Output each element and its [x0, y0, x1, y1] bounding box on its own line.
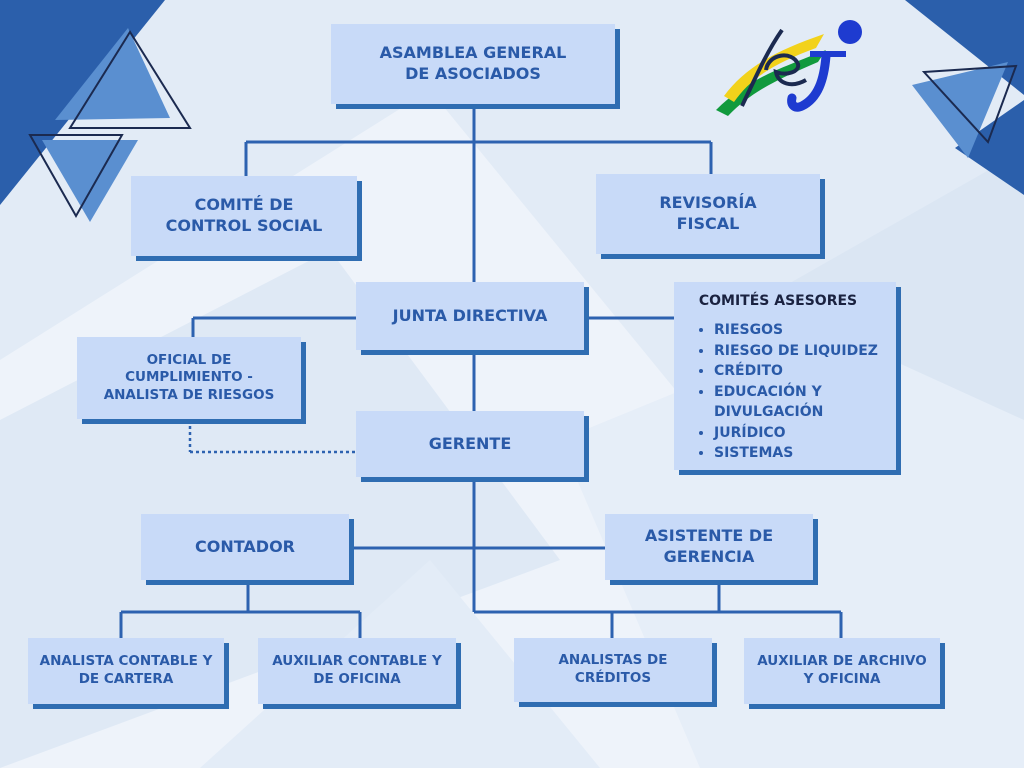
node-analista-contable: ANALISTA CONTABLE Y DE CARTERA	[28, 638, 224, 704]
node-analistas-creditos: ANALISTAS DE CRÉDITOS	[514, 638, 712, 702]
node-label-line: GERENCIA	[663, 547, 755, 566]
node-label-line: OFICIAL DE	[146, 351, 232, 368]
node-asistente-gerencia: ASISTENTE DE GERENCIA	[605, 514, 813, 580]
node-gerente: GERENTE	[356, 411, 584, 477]
node-label-line: ASAMBLEA GENERAL	[379, 43, 567, 63]
node-label-line: DE OFICINA	[313, 671, 401, 687]
advisory-item: EDUCACIÓN Y DIVULGACIÓN	[714, 382, 844, 423]
node-label-line: AUXILIAR DE ARCHIVO	[757, 653, 927, 670]
advisory-item: JURÍDICO	[714, 423, 878, 444]
advisory-title: COMITÉS ASESORES	[698, 293, 858, 309]
node-label-line: ASISTENTE DE	[644, 526, 774, 546]
advisory-item: RIESGO DE LIQUIDEZ	[714, 341, 878, 362]
node-label-line: COMITÉ DE	[194, 195, 294, 215]
node-label-line: DE ASOCIADOS	[405, 64, 541, 83]
node-oficial-cumplimiento: OFICIAL DE CUMPLIMIENTO - ANALISTA DE RI…	[77, 337, 301, 419]
node-label-line: AUXILIAR CONTABLE Y	[272, 653, 442, 670]
node-comite-control-social: COMITÉ DE CONTROL SOCIAL	[131, 176, 357, 256]
node-label-line: CONTADOR	[195, 536, 295, 556]
node-label-line: FISCAL	[676, 214, 740, 233]
advisory-item: RIESGOS	[714, 320, 878, 341]
advisory-item: CRÉDITO	[714, 361, 878, 382]
node-auxiliar-archivo: AUXILIAR DE ARCHIVO Y OFICINA	[744, 638, 940, 704]
node-comites-asesores: COMITÉS ASESORES RIESGOS RIESGO DE LIQUI…	[674, 282, 896, 470]
node-label-line: DE CARTERA	[78, 671, 174, 687]
node-label-line: ANALISTA DE RIESGOS	[103, 386, 275, 403]
node-label-line: ANALISTA CONTABLE Y	[39, 653, 213, 670]
node-label-line: CONTROL SOCIAL	[165, 216, 323, 235]
node-contador: CONTADOR	[141, 514, 349, 580]
node-label-line: REVISORÍA	[659, 193, 757, 213]
node-revisoria-fiscal: REVISORÍA FISCAL	[596, 174, 820, 254]
node-auxiliar-contable: AUXILIAR CONTABLE Y DE OFICINA	[258, 638, 456, 704]
node-label-line: ANALISTAS DE	[558, 652, 668, 669]
node-asamblea-general: ASAMBLEA GENERAL DE ASOCIADOS	[331, 24, 615, 104]
sei-logo-icon	[716, 20, 862, 116]
advisory-item: SISTEMAS	[714, 443, 878, 464]
node-junta-directiva: JUNTA DIRECTIVA	[356, 282, 584, 350]
node-label-line: CRÉDITOS	[574, 670, 652, 686]
advisory-list: RIESGOS RIESGO DE LIQUIDEZ CRÉDITO EDUCA…	[702, 320, 878, 464]
node-label-line: JUNTA DIRECTIVA	[392, 305, 548, 325]
node-label-line: CUMPLIMIENTO -	[125, 369, 253, 386]
node-label-line: Y OFICINA	[803, 671, 881, 687]
node-label-line: GERENTE	[428, 433, 512, 453]
